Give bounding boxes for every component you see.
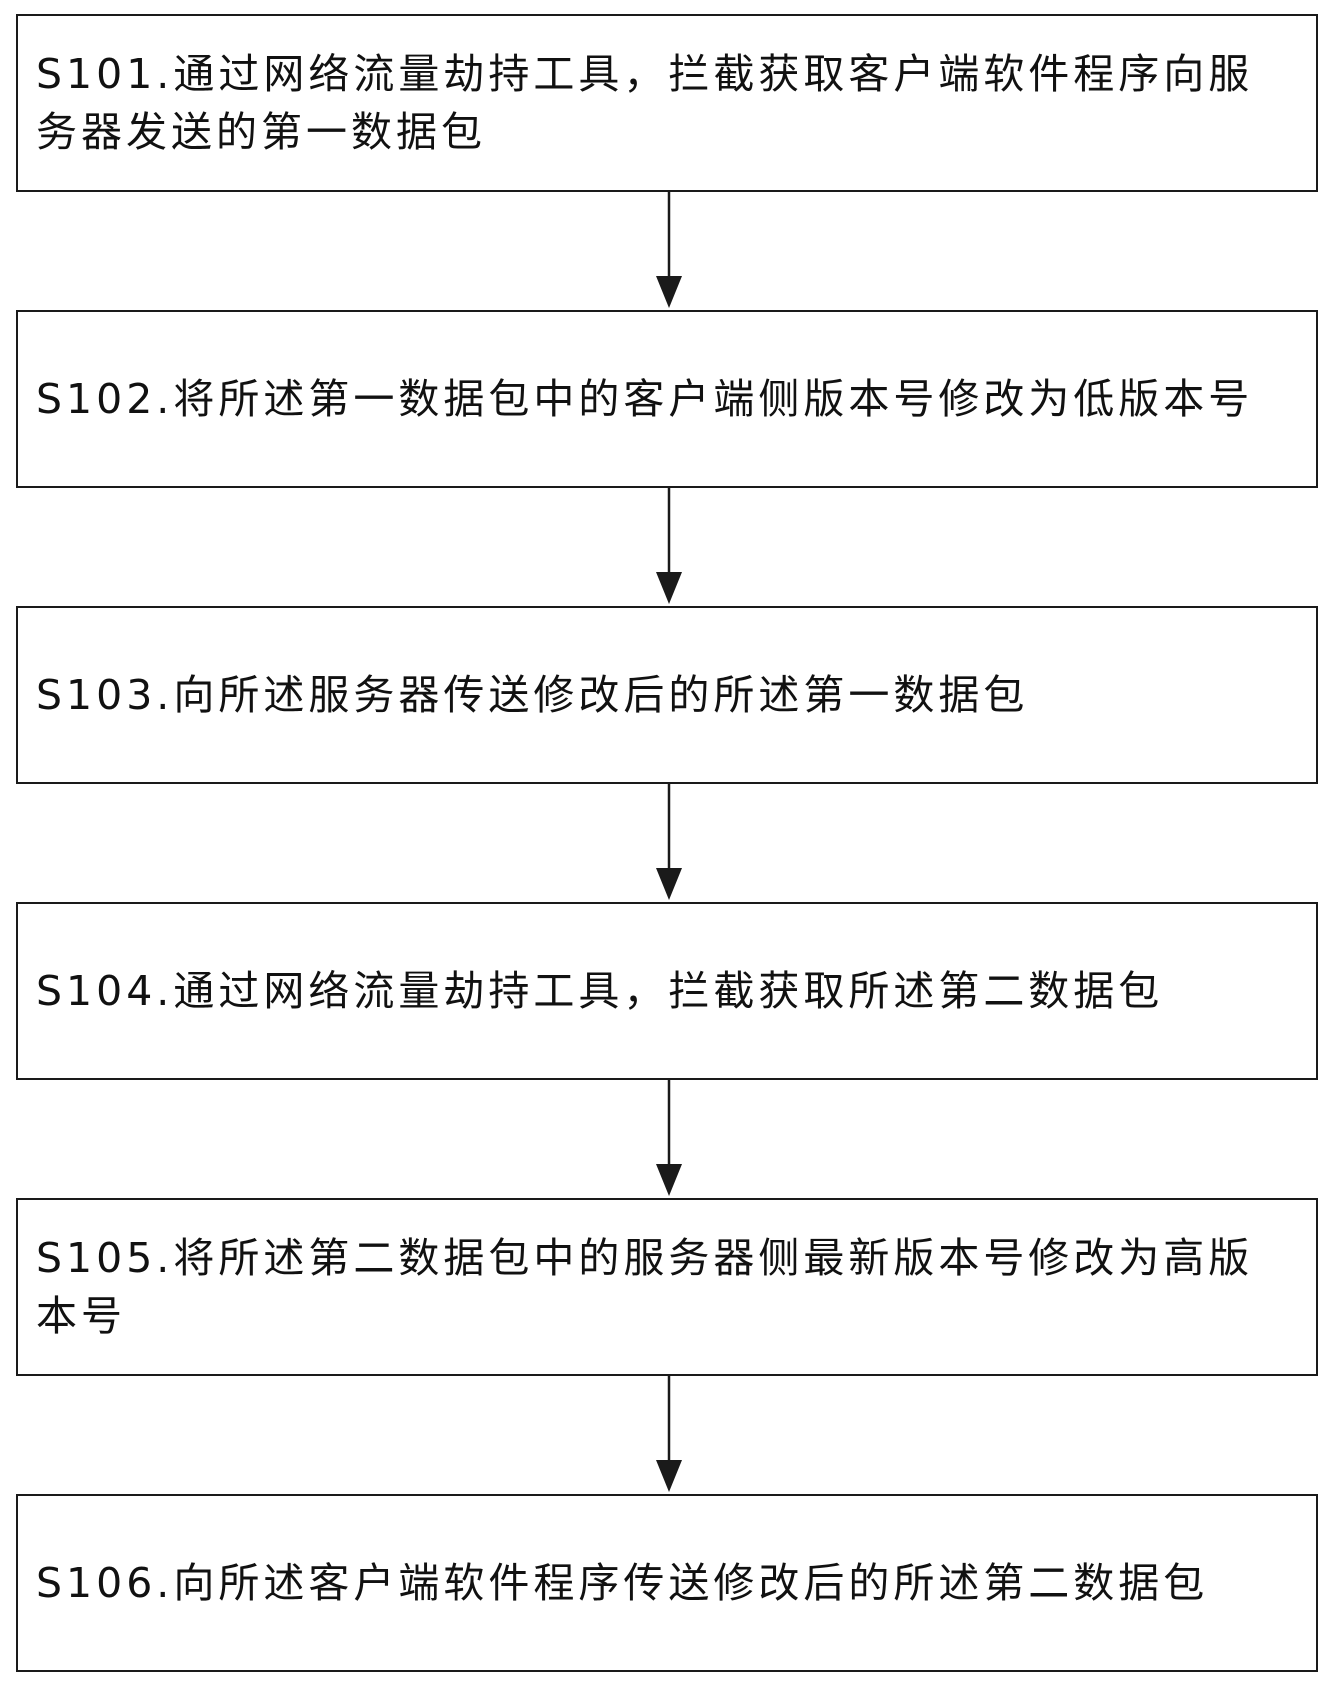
arrow-s105-to-s106 (656, 1376, 682, 1492)
step-box-s106: S106.向所述客户端软件程序传送修改后的所述第二数据包 (16, 1494, 1318, 1672)
arrow-s102-to-s103 (656, 488, 682, 604)
arrow-s103-to-s104 (656, 784, 682, 900)
step-text-s106: S106.向所述客户端软件程序传送修改后的所述第二数据包 (36, 1559, 1209, 1607)
step-text-s102: S102.将所述第一数据包中的客户端侧版本号修改为低版本号 (36, 375, 1254, 423)
step-box-s102: S102.将所述第一数据包中的客户端侧版本号修改为低版本号 (16, 310, 1318, 488)
step-text-s104: S104.通过网络流量劫持工具，拦截获取所述第二数据包 (36, 967, 1164, 1015)
step-box-s104: S104.通过网络流量劫持工具，拦截获取所述第二数据包 (16, 902, 1318, 1080)
arrow-s104-to-s105 (656, 1080, 682, 1196)
step-text-s101: S101.通过网络流量劫持工具，拦截获取客户端软件程序向服务器发送的第一数据包 (36, 50, 1254, 156)
step-text-s105: S105.将所述第二数据包中的服务器侧最新版本号修改为高版本号 (36, 1234, 1254, 1340)
arrow-s101-to-s102 (656, 192, 682, 308)
step-box-s101: S101.通过网络流量劫持工具，拦截获取客户端软件程序向服务器发送的第一数据包 (16, 14, 1318, 192)
step-box-s103: S103.向所述服务器传送修改后的所述第一数据包 (16, 606, 1318, 784)
step-box-s105: S105.将所述第二数据包中的服务器侧最新版本号修改为高版本号 (16, 1198, 1318, 1376)
step-text-s103: S103.向所述服务器传送修改后的所述第一数据包 (36, 671, 1029, 719)
